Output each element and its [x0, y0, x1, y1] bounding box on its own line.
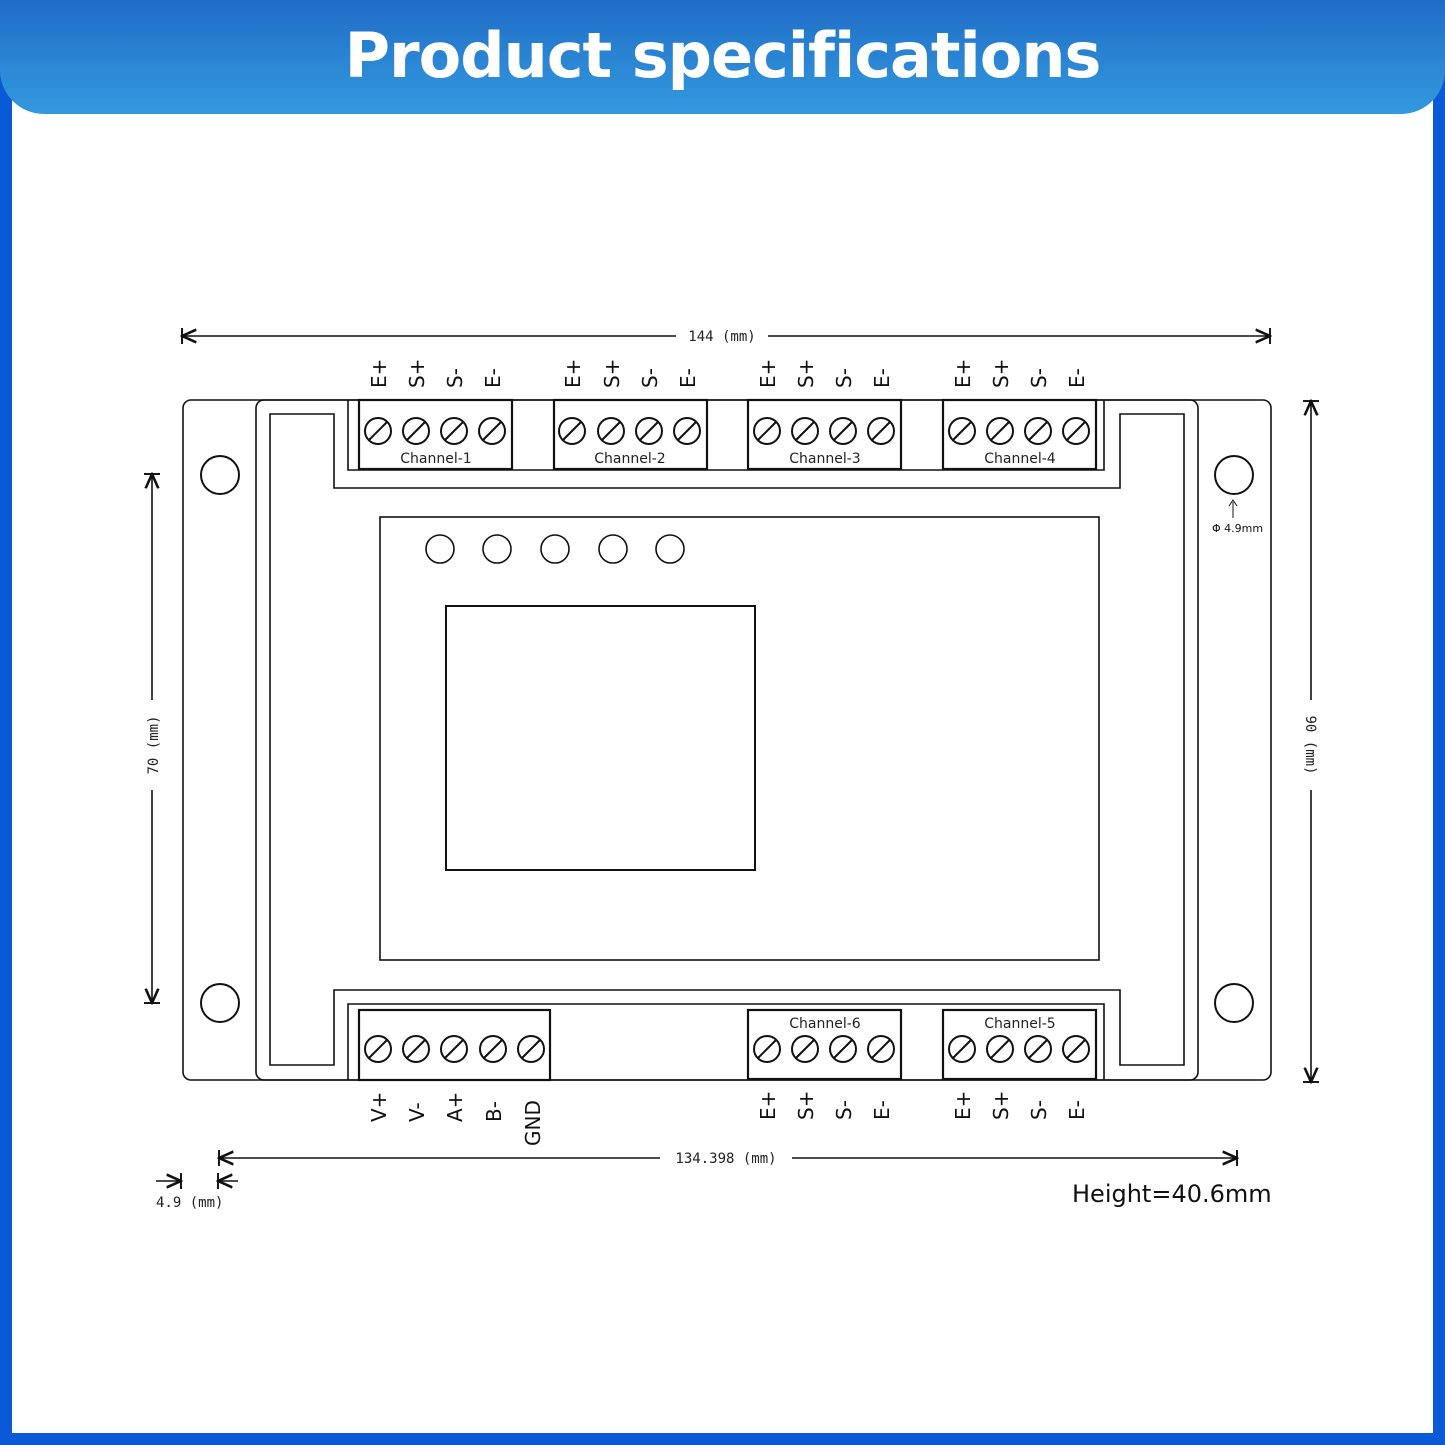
hole-spacing-label: 134.398 (mm)	[675, 1151, 776, 1167]
terminal-channel-6: Channel-6 E+ S+ S- E-	[746, 1008, 903, 1120]
terminal-channel-4: Channel-4 E+ S+ S- E-	[941, 359, 1098, 471]
svg-text:E+: E+	[951, 359, 975, 388]
hole-spacing-dimension: 134.398 (mm)	[219, 1151, 1237, 1167]
svg-text:E-: E-	[870, 1100, 894, 1120]
inner-height-dimension: 70 (mm)	[146, 474, 162, 1003]
svg-text:S+: S+	[794, 359, 818, 388]
svg-text:S+: S+	[989, 359, 1013, 388]
svg-text:E+: E+	[756, 1091, 780, 1120]
content-area	[12, 0, 1433, 1433]
hole-diameter-note: Φ 4.9mm	[1212, 499, 1263, 535]
svg-text:S-: S-	[1027, 1100, 1051, 1120]
mount-hole-top-right	[1214, 455, 1254, 495]
svg-text:S-: S-	[638, 368, 662, 388]
svg-text:S+: S+	[600, 359, 624, 388]
svg-text:Channel-4: Channel-4	[984, 451, 1056, 467]
svg-text:E-: E-	[1065, 1100, 1089, 1120]
svg-text:S+: S+	[794, 1091, 818, 1120]
svg-text:E+: E+	[367, 359, 391, 388]
svg-text:E+: E+	[756, 359, 780, 388]
mount-hole-top-left	[200, 455, 240, 495]
svg-text:S+: S+	[405, 359, 429, 388]
svg-text:E+: E+	[951, 1091, 975, 1120]
svg-text:Channel-2: Channel-2	[594, 451, 665, 467]
inner-height-label: 70 (mm)	[146, 715, 162, 774]
hole-diameter-label: Φ 4.9mm	[1212, 522, 1263, 535]
svg-text:S-: S-	[832, 368, 856, 388]
svg-text:Channel-1: Channel-1	[400, 451, 471, 467]
terminal-power-rs485: V+ V- A+ B- GND	[357, 1008, 552, 1146]
svg-text:Channel-3: Channel-3	[789, 451, 860, 467]
svg-text:A+: A+	[443, 1092, 467, 1122]
svg-text:V+: V+	[367, 1092, 391, 1122]
svg-text:E-: E-	[870, 368, 894, 388]
terminal-channel-2: Channel-2 E+ S+ S- E-	[552, 359, 709, 471]
mounting-holes	[200, 455, 1254, 1023]
title-banner: Product specifications	[0, 0, 1445, 114]
width-dimension: 144 (mm)	[182, 329, 1270, 345]
mount-hole-bottom-left	[200, 983, 240, 1023]
mount-hole-bottom-right	[1214, 983, 1254, 1023]
svg-text:S-: S-	[832, 1100, 856, 1120]
hole-offset-label: 4.9 (mm)	[156, 1195, 223, 1211]
svg-text:V-: V-	[405, 1102, 429, 1122]
display-window	[445, 605, 756, 871]
svg-text:E-: E-	[1065, 368, 1089, 388]
housing-outline	[182, 399, 1272, 1081]
width-label: 144 (mm)	[688, 329, 755, 345]
led-indicator-1	[425, 534, 455, 564]
front-panel	[379, 516, 1100, 961]
svg-text:Channel-5: Channel-5	[984, 1016, 1055, 1032]
svg-text:GND: GND	[521, 1100, 545, 1146]
svg-text:E-: E-	[481, 368, 505, 388]
led-indicator-3	[540, 534, 570, 564]
svg-text:Channel-6: Channel-6	[789, 1016, 861, 1032]
svg-text:S+: S+	[989, 1091, 1013, 1120]
terminal-channel-3: Channel-3 E+ S+ S- E-	[746, 359, 903, 471]
led-indicator-2	[482, 534, 512, 564]
terminal-channel-5: Channel-5 E+ S+ S- E-	[941, 1008, 1098, 1120]
svg-text:B-: B-	[482, 1101, 506, 1122]
hole-offset-dimension: 4.9 (mm)	[156, 1181, 238, 1211]
height-label: 90 (mm)	[1302, 715, 1318, 774]
svg-text:S-: S-	[443, 368, 467, 388]
height-dimension: 90 (mm)	[1302, 401, 1318, 1082]
svg-text:E+: E+	[561, 359, 585, 388]
led-indicator-5	[655, 534, 685, 564]
device-height-label: Height=40.6mm	[1072, 1180, 1272, 1208]
svg-text:E-: E-	[676, 368, 700, 388]
terminal-channel-1: Channel-1 E+ S+ S- E-	[357, 359, 514, 471]
page-title: Product specifications	[344, 19, 1102, 92]
led-indicator-4	[598, 534, 628, 564]
svg-text:S-: S-	[1027, 368, 1051, 388]
